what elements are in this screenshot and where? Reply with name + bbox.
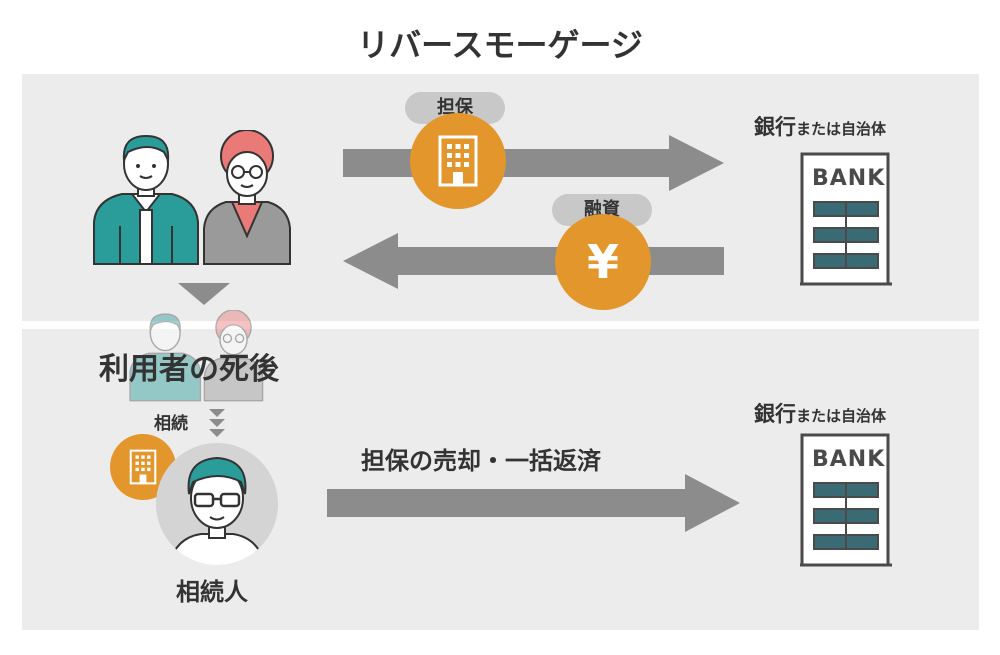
loan-arrow: [343, 233, 724, 289]
elderly-couple-illustration: [93, 130, 291, 265]
collateral-coin: [410, 113, 506, 209]
bank-caption-bottom: 銀行または自治体: [754, 402, 887, 426]
repayment-arrow: [327, 474, 740, 532]
bank-caption-top: 銀行または自治体: [754, 115, 887, 139]
inherit-label: 相続: [154, 414, 188, 434]
bank-sign-top: BANK: [812, 166, 886, 191]
yen-coin: ¥: [555, 214, 651, 310]
diagram-title: リバースモーゲージ: [357, 26, 643, 64]
bank-sign-bottom: BANK: [812, 447, 886, 472]
deceased-couple-illustration: [129, 310, 264, 402]
sale-label: 担保の売却・一括返済: [361, 447, 601, 475]
building-icon: [438, 135, 478, 187]
collateral-arrow: [343, 135, 724, 191]
bank-building-bottom: [800, 433, 892, 567]
heir-label: 相続人: [176, 578, 248, 606]
building-icon: [129, 449, 157, 485]
yen-icon: ¥: [586, 235, 619, 289]
down-arrow-icon: [178, 283, 230, 305]
after-death-label: 利用者の死後: [99, 352, 279, 387]
inherit-arrow-icon: [209, 409, 225, 437]
bank-building-top: [800, 152, 892, 286]
heir-avatar: [156, 443, 278, 565]
